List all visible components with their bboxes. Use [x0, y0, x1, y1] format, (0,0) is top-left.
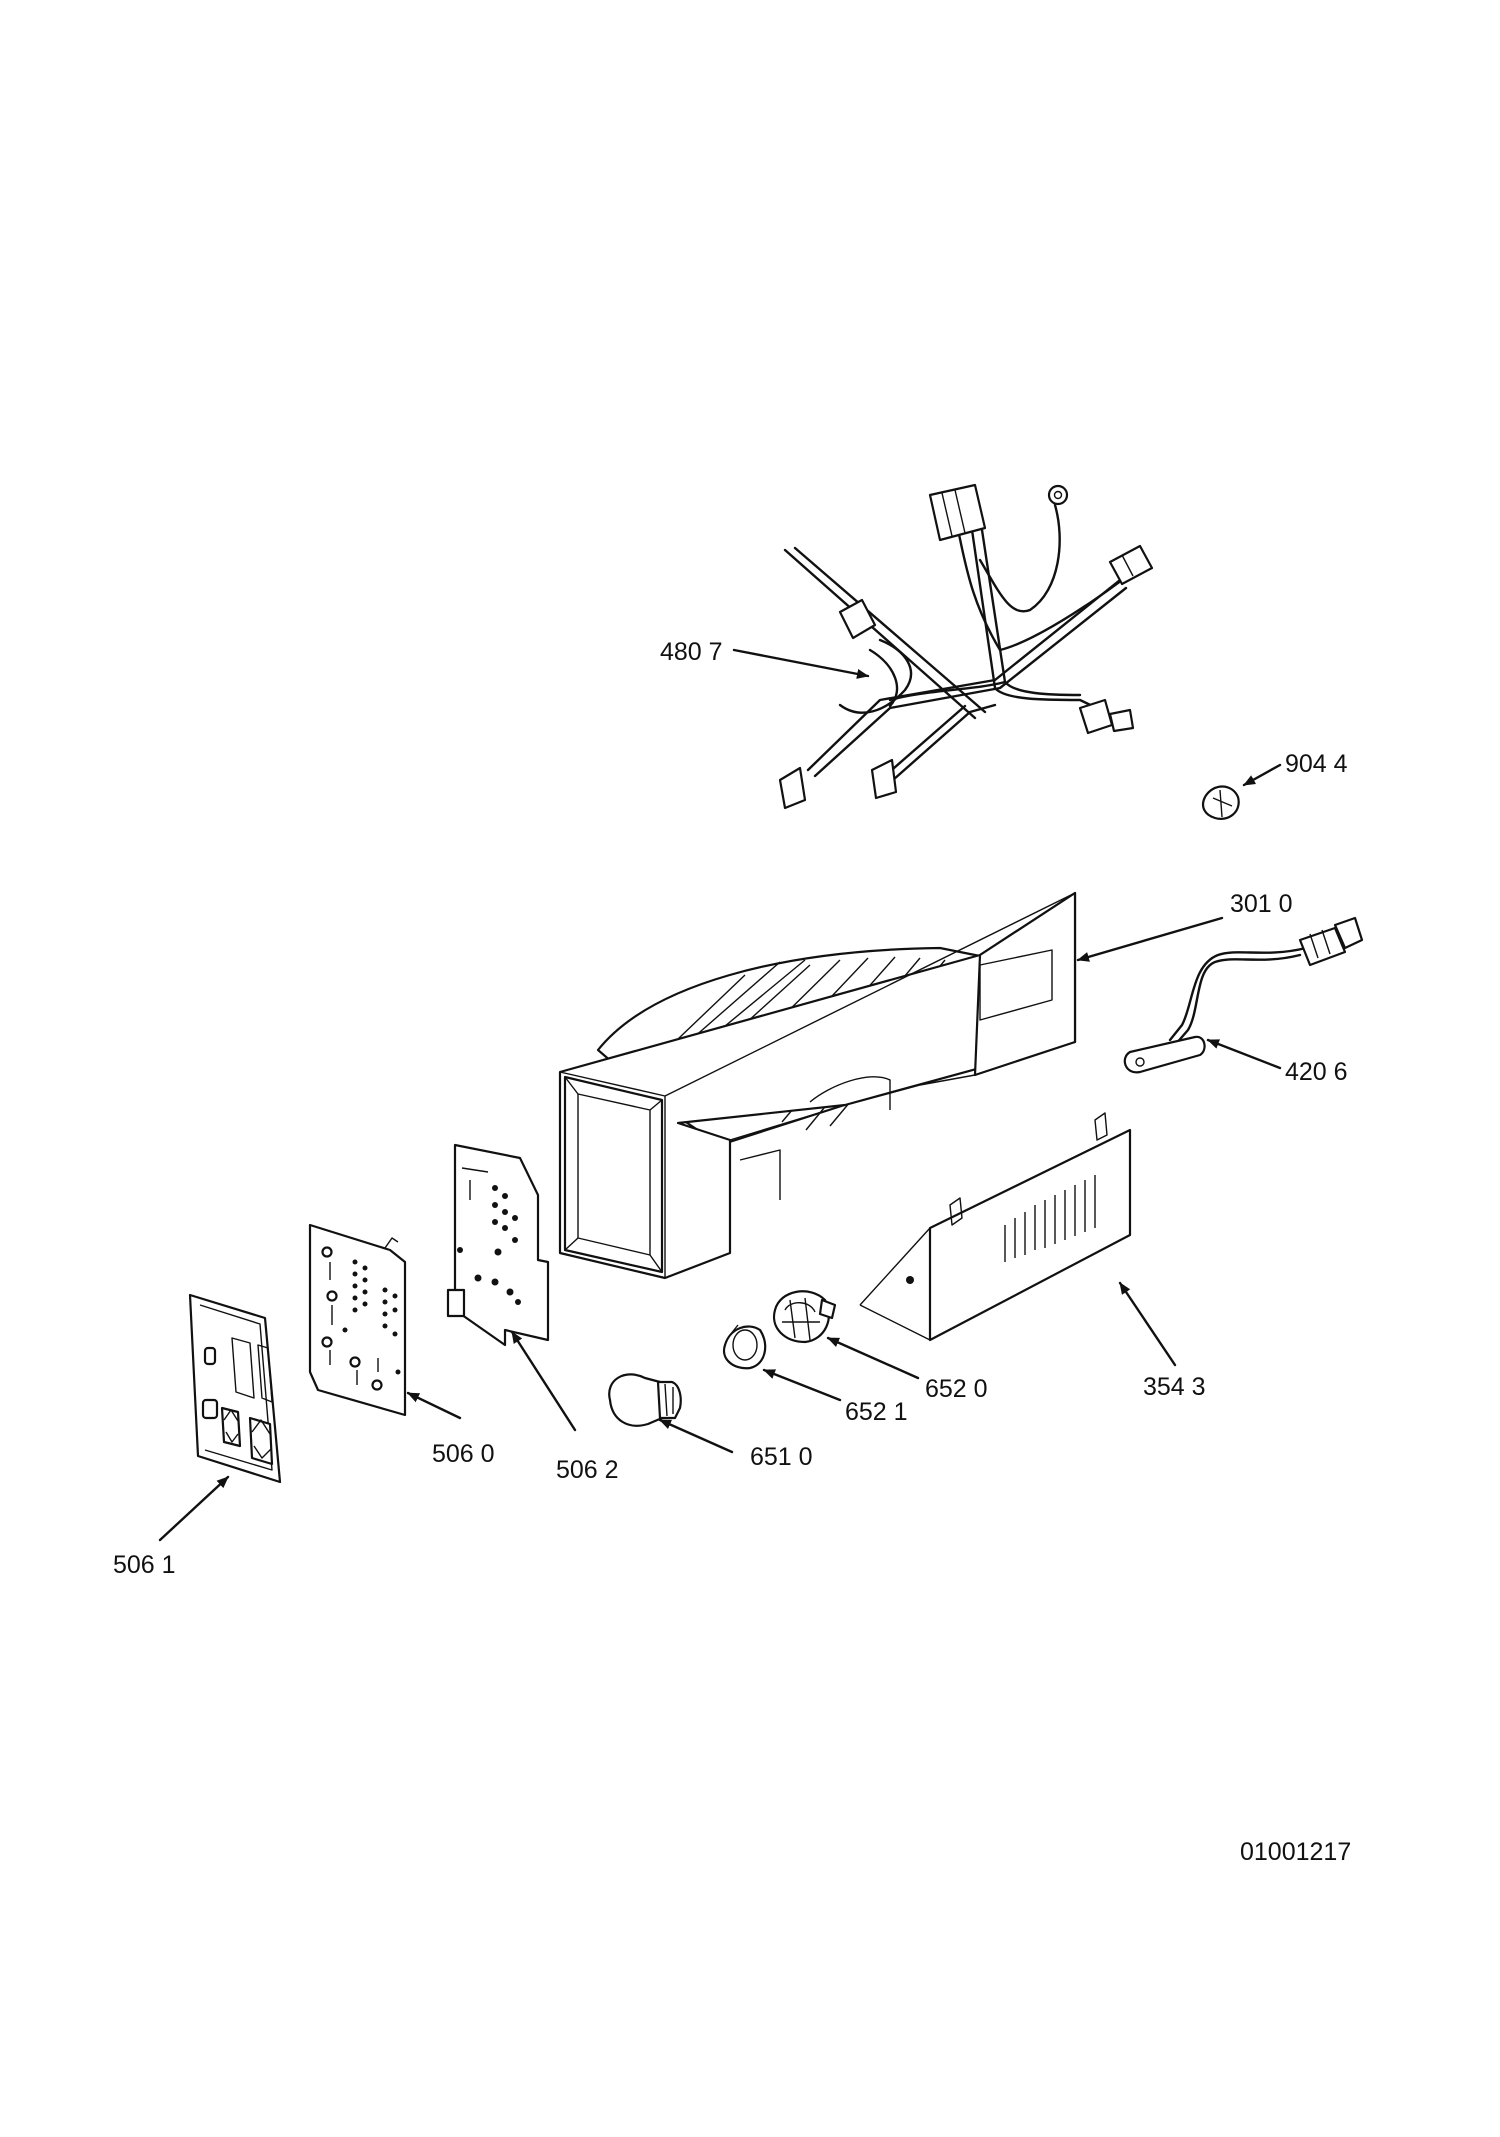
diagram-id: 01001217 — [1240, 1838, 1351, 1866]
leader-lines — [158, 648, 1282, 1542]
callout-354-3: 354 3 — [1143, 1373, 1206, 1401]
callout-506-0: 506 0 — [432, 1440, 495, 1468]
control-board-components — [321, 1246, 401, 1391]
lamp-holder-ring — [722, 1324, 767, 1370]
leader-506-1 — [158, 1475, 230, 1542]
cover-plate — [859, 1112, 1132, 1342]
leader-354-3 — [1118, 1281, 1177, 1367]
sensor-with-plug — [1123, 916, 1364, 1074]
leader-506-0 — [406, 1391, 462, 1420]
callout-420-6: 420 6 — [1285, 1058, 1348, 1086]
control-panel-overlay — [188, 1293, 282, 1484]
callout-652-1: 652 1 — [845, 1398, 908, 1426]
leader-904-4 — [1242, 763, 1282, 787]
wiring-harness — [778, 483, 1154, 810]
leader-651-0 — [658, 1418, 734, 1454]
callout-506-1: 506 1 — [113, 1551, 176, 1579]
leader-420-6 — [1206, 1038, 1282, 1070]
lamp-bulb — [608, 1373, 682, 1427]
callout-904-4: 904 4 — [1285, 750, 1348, 778]
callout-labels: 480 7 904 4 301 0 420 6 354 3 652 0 652 … — [113, 638, 1351, 1866]
callout-301-0: 301 0 — [1230, 890, 1293, 918]
callout-506-2: 506 2 — [556, 1456, 619, 1484]
leader-652-1 — [762, 1368, 842, 1402]
screw-part — [1201, 785, 1240, 820]
board-components — [457, 1185, 521, 1305]
callout-480-7: 480 7 — [660, 638, 723, 666]
lamp-socket — [772, 1290, 837, 1344]
callout-652-0: 652 0 — [925, 1375, 988, 1403]
callout-651-0: 651 0 — [750, 1443, 813, 1471]
circuit-board — [446, 1143, 550, 1347]
leader-480-7 — [732, 648, 870, 679]
leader-506-2 — [510, 1330, 577, 1432]
air-duct-housing — [558, 891, 1077, 1280]
leader-652-0 — [826, 1336, 920, 1380]
control-board — [308, 1223, 407, 1417]
leader-301-0 — [1076, 916, 1224, 962]
